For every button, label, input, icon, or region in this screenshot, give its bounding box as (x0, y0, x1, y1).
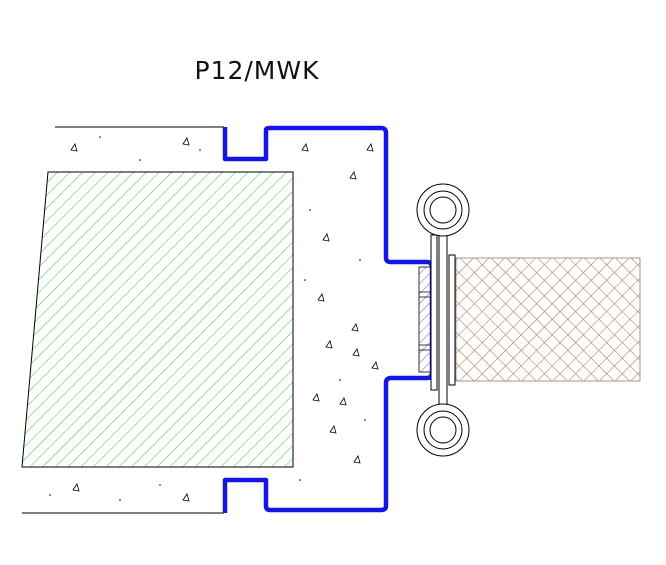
insulation-hatched-block (21, 171, 294, 468)
aggregate-marks (70, 137, 379, 502)
expansion-seal (416, 183, 470, 457)
drawing-title: P12/MWK (194, 56, 320, 85)
concrete-slab (22, 126, 379, 514)
aggregate-dots (49, 136, 366, 501)
cover-board-crosshatch (455, 257, 641, 382)
